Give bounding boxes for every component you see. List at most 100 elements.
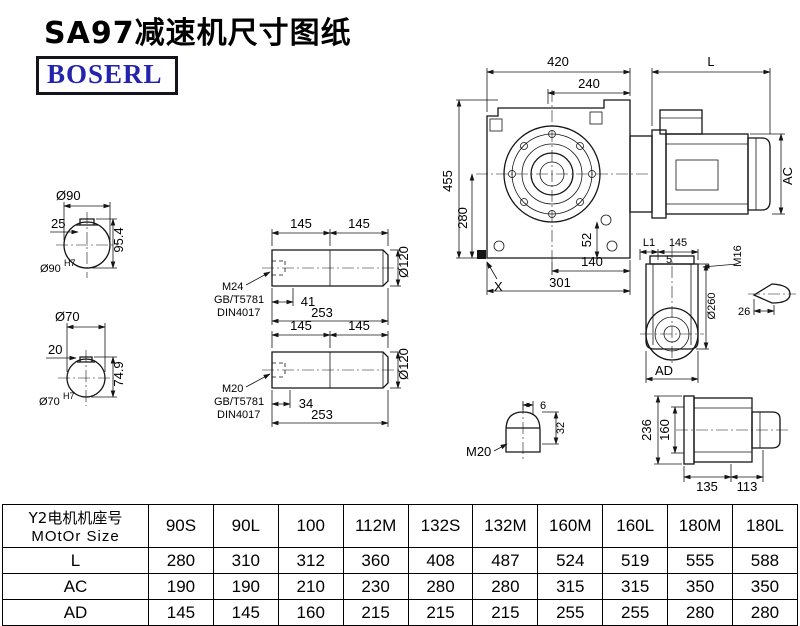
- dim-L1: L1: [643, 237, 655, 249]
- table-row-AD: AD 145 145 160 215 215 215 255 255 280 2…: [2, 599, 798, 626]
- cell-L-8: 555: [667, 547, 734, 574]
- cell-AC-8: 350: [667, 573, 734, 600]
- bore-view-90: Ø90 25 95.4 Ø90 H7: [40, 188, 126, 278]
- cell-AC-7: 315: [602, 573, 669, 600]
- dim-236: 236: [639, 419, 654, 441]
- cell-L-5: 487: [472, 547, 539, 574]
- dim-L: L: [707, 54, 714, 69]
- dim-key-w-20: 20: [48, 342, 62, 357]
- cell-AD-5: 215: [472, 599, 539, 626]
- technical-drawing: 420 240 L 455 280 AC 52: [39, 54, 796, 494]
- dim-140: 140: [581, 254, 603, 269]
- dim-dia70: Ø70: [55, 309, 80, 324]
- shaft-view-bottom: 145 145 Ø120 M20 GB/T5781 DIN4017 34 253: [214, 318, 411, 427]
- dim-X: X: [494, 279, 503, 294]
- dim-dia260: Ø260: [706, 293, 718, 320]
- dim-5: 5: [666, 254, 672, 266]
- thread-label-m24: M24: [222, 281, 243, 293]
- std-din: DIN4017: [217, 307, 260, 319]
- boserl-logo: BOSERL: [36, 56, 178, 95]
- cell-L-2: 312: [277, 547, 344, 574]
- col-header-100: 100: [277, 504, 344, 548]
- dim-total-253-bottom: 253: [311, 407, 333, 422]
- table-row-L: L 280 310 312 360 408 487 524 519 555 58…: [2, 547, 798, 574]
- dim-seg2-145-b: 145: [348, 318, 370, 333]
- dim-26: 26: [738, 306, 750, 318]
- side-view: 236 160 135 113: [639, 395, 788, 494]
- row-label-AD: AD: [2, 599, 149, 626]
- header-en: MOtOr Size: [31, 528, 120, 545]
- dim-6: 6: [540, 400, 546, 412]
- cell-AC-6: 315: [537, 573, 604, 600]
- dim-113: 113: [737, 479, 758, 494]
- cell-L-1: 310: [212, 547, 279, 574]
- dim-thread-len-41: 41: [301, 294, 315, 309]
- col-header-180m: 180M: [667, 504, 734, 548]
- dim-seg1-145-b: 145: [290, 318, 312, 333]
- cell-AC-1: 190: [212, 573, 279, 600]
- col-header-90s: 90S: [148, 504, 214, 548]
- dim-seg1-145: 145: [290, 216, 312, 231]
- std-gb-b: GB/T5781: [214, 396, 264, 408]
- thread-label-m20: M20: [222, 383, 243, 395]
- fit-label-90: Ø90: [40, 263, 61, 275]
- cell-AD-4: 215: [407, 599, 474, 626]
- table-corner-cell: Y2电机机座号 MOtOr Size: [2, 504, 149, 548]
- x-detail-marker: [477, 250, 486, 259]
- dim-thread-len-34: 34: [299, 396, 313, 411]
- dim-seg2-145: 145: [348, 216, 370, 231]
- col-header-132m: 132M: [472, 504, 539, 548]
- cell-AD-2: 160: [277, 599, 344, 626]
- col-header-132s: 132S: [407, 504, 474, 548]
- dim-32: 32: [555, 422, 567, 434]
- cell-AD-0: 145: [148, 599, 214, 626]
- std-din-b: DIN4017: [217, 409, 260, 421]
- cell-AC-0: 190: [148, 573, 214, 600]
- page-title: SA97减速机尺寸图纸: [44, 16, 352, 51]
- dim-240: 240: [578, 76, 600, 91]
- dim-M16: M16: [732, 245, 744, 266]
- dim-AC: AC: [780, 167, 795, 185]
- dim-160: 160: [657, 419, 672, 441]
- cell-L-9: 588: [732, 547, 798, 574]
- dim-dia90: Ø90: [56, 188, 81, 203]
- dim-AD: AD: [655, 363, 673, 378]
- dim-key-h-95-4: 95.4: [111, 227, 126, 252]
- table-header-row: Y2电机机座号 MOtOr Size 90S 90L 100 112M 132S…: [2, 504, 798, 548]
- dim-key-w-25: 25: [51, 216, 65, 231]
- dim-145-end: 145: [669, 237, 687, 249]
- dim-135: 135: [696, 479, 718, 494]
- fit-tol-90: H7: [64, 258, 76, 268]
- header-cn: Y2电机机座号: [28, 509, 123, 527]
- dim-301: 301: [549, 275, 571, 290]
- dim-455: 455: [440, 170, 455, 192]
- thread-label-m20-plug: M20: [466, 444, 491, 459]
- dim-420: 420: [547, 54, 569, 69]
- cell-L-4: 408: [407, 547, 474, 574]
- cell-AD-7: 255: [602, 599, 669, 626]
- dim-dia120-top: Ø120: [396, 246, 411, 278]
- std-gb: GB/T5781: [214, 294, 264, 306]
- motor-size-table: Y2电机机座号 MOtOr Size 90S 90L 100 112M 132S…: [2, 504, 798, 626]
- col-header-90l: 90L: [212, 504, 279, 548]
- cell-AC-3: 230: [342, 573, 409, 600]
- bore-view-70: Ø70 20 74.9 Ø70 H7: [39, 309, 126, 408]
- row-label-L: L: [2, 547, 149, 574]
- dim-52: 52: [579, 233, 594, 247]
- plug-detail: 6 32 M20: [466, 400, 567, 460]
- fit-tol-70: H7: [63, 391, 75, 401]
- col-header-160l: 160L: [602, 504, 669, 548]
- cell-L-6: 524: [537, 547, 604, 574]
- col-header-160m: 160M: [537, 504, 604, 548]
- cell-AC-9: 350: [732, 573, 798, 600]
- cell-AD-9: 280: [732, 599, 798, 626]
- cell-L-7: 519: [602, 547, 669, 574]
- cell-AD-3: 215: [342, 599, 409, 626]
- shaft-view-top: 145 145 Ø120 M24 GB/T5781 DIN4017 41 253: [214, 216, 411, 325]
- col-header-180l: 180L: [732, 504, 798, 548]
- dim-280: 280: [455, 207, 470, 229]
- dim-dia120-bottom: Ø120: [396, 348, 411, 380]
- table-row-AC: AC 190 190 210 230 280 280 315 315 350 3…: [2, 573, 798, 600]
- row-label-AC: AC: [2, 573, 149, 600]
